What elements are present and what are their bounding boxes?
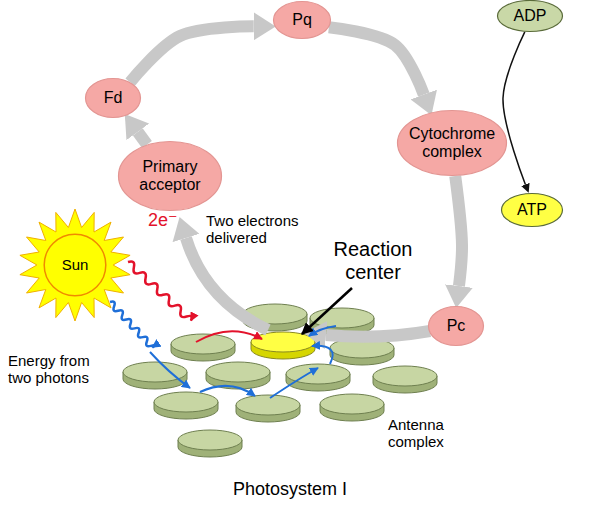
reaction-center-disk bbox=[251, 332, 315, 359]
pigment-disk bbox=[206, 362, 270, 389]
energy-transfer-arrow bbox=[270, 368, 318, 398]
annotation-label: Antenna complex bbox=[388, 416, 468, 451]
ellipse-shape bbox=[86, 79, 141, 118]
energy-transfer-arrow bbox=[312, 346, 333, 364]
electron-flow-arrow bbox=[130, 26, 254, 82]
electron-flow-arrow bbox=[455, 176, 462, 286]
ellipse-shape bbox=[398, 111, 507, 176]
node-label: ADP bbox=[508, 7, 553, 25]
ellipse-shape bbox=[119, 142, 222, 211]
ellipse-shape bbox=[498, 1, 563, 32]
carrier-ellipse: ATP bbox=[501, 193, 563, 227]
cycle-arrow bbox=[186, 238, 268, 330]
annotation-label: Energy from two photons bbox=[8, 352, 108, 387]
carrier-ellipse: ADP bbox=[497, 0, 563, 32]
annotation-label: Reaction center bbox=[308, 238, 438, 284]
red-photon bbox=[126, 259, 194, 323]
sun-rays bbox=[20, 209, 130, 321]
node-label: Cytochrome complex bbox=[397, 125, 507, 160]
pigment-disk bbox=[123, 362, 187, 389]
pigment-disk bbox=[320, 394, 384, 421]
electron-flow-arrow bbox=[329, 27, 424, 94]
carrier-ellipse: Cytochrome complex bbox=[397, 110, 507, 176]
carrier-ellipse: Pc bbox=[428, 306, 484, 346]
energy-transfer-arrow bbox=[309, 326, 336, 336]
carrier-ellipse: Fd bbox=[85, 78, 141, 118]
blue-photon bbox=[108, 300, 155, 350]
node-label: Pq bbox=[286, 11, 318, 29]
sun-disc bbox=[44, 234, 106, 296]
annotation-label: 2e⁻ bbox=[148, 210, 192, 231]
pigment-disk bbox=[154, 392, 218, 419]
node-label: Primary acceptor bbox=[118, 158, 222, 193]
ellipse-shape bbox=[429, 307, 484, 346]
diagram-title: Photosystem I bbox=[190, 479, 390, 500]
energy-transfer-arrow bbox=[150, 352, 190, 388]
pigment-disk bbox=[236, 395, 300, 422]
pigment-disk bbox=[373, 366, 437, 393]
node-label: ATP bbox=[511, 201, 553, 219]
electron-flow-arrow bbox=[138, 132, 147, 145]
energy-transfer-arrow bbox=[196, 331, 262, 342]
node-label: Fd bbox=[98, 89, 129, 107]
cycle-arrow bbox=[326, 331, 430, 337]
energy-transfer-arrow bbox=[200, 386, 255, 396]
node-label: Sun bbox=[56, 257, 95, 274]
ellipse-shape bbox=[502, 194, 563, 227]
annotation-label: Two electrons delivered bbox=[206, 212, 316, 247]
pigment-disk bbox=[178, 430, 242, 457]
ellipse-shape bbox=[274, 2, 331, 39]
phosphorylation-arrow bbox=[503, 32, 525, 185]
carrier-ellipse: Pq bbox=[273, 1, 331, 39]
sun-node: Sun bbox=[17, 207, 133, 323]
node-label: Pc bbox=[441, 317, 472, 335]
leader-arrow bbox=[302, 288, 352, 334]
carrier-ellipse: Primary acceptor bbox=[118, 141, 222, 211]
